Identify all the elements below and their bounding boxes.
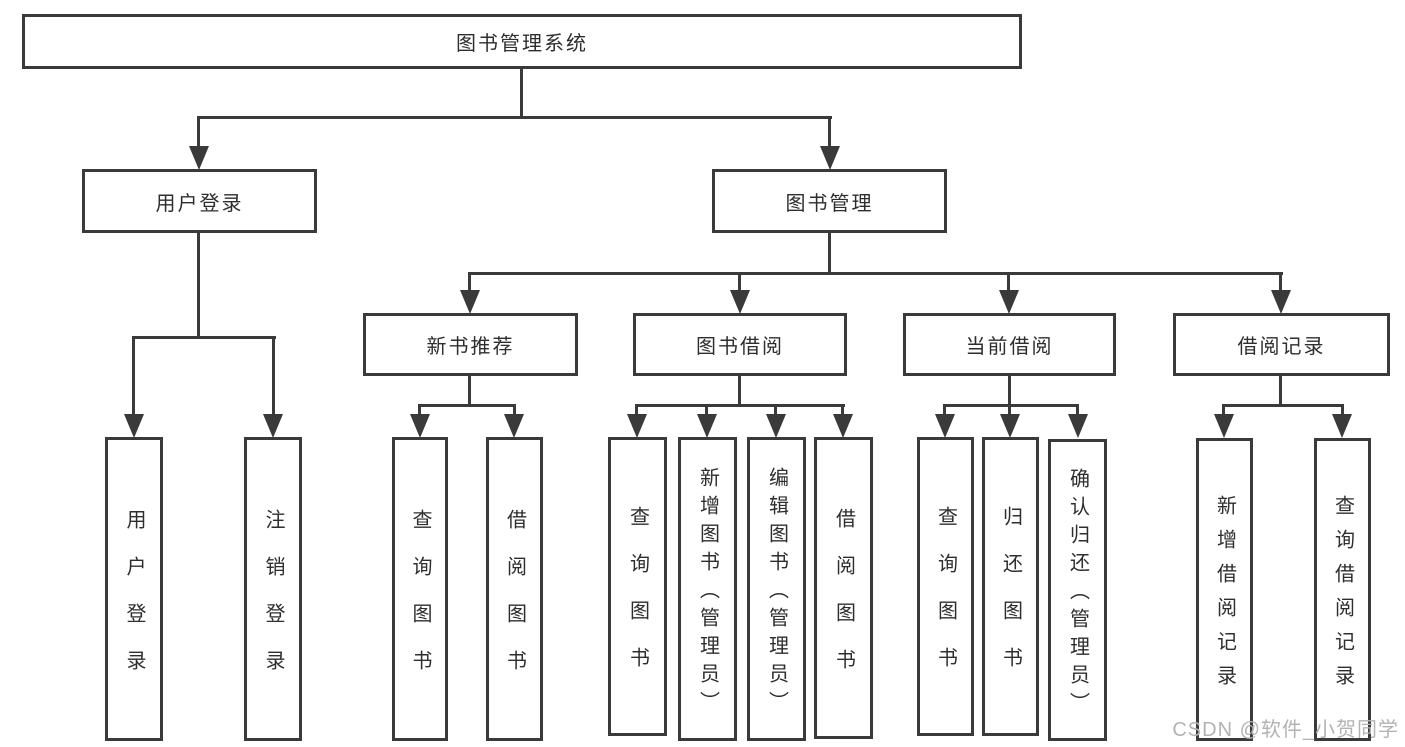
arrowhead xyxy=(1214,414,1234,438)
connector-newbook-arm xyxy=(513,404,516,414)
connector-currentborrow-bar xyxy=(943,404,1079,407)
connector-bookborrow-arm xyxy=(841,404,844,414)
connector-newbook-stem xyxy=(468,376,471,406)
connector-bookmgmt-arm xyxy=(1279,272,1282,290)
node-book-mgmt: 图书管理 xyxy=(712,169,947,233)
leaf-borrow-add-admin: 新增图书（管理员） xyxy=(678,437,737,741)
connector-userlogin-arm xyxy=(132,336,135,414)
connector-currentborrow-stem xyxy=(1008,376,1011,406)
arrowhead xyxy=(1000,414,1020,438)
arrowhead xyxy=(766,414,786,438)
connector-bookmgmt-stem xyxy=(828,233,831,275)
connector-borrowrecord-bar xyxy=(1222,404,1344,407)
arrowhead xyxy=(999,290,1019,314)
connector-bookborrow-arm xyxy=(774,404,777,414)
leaf-current-return: 归还图书 xyxy=(982,437,1039,736)
leaf-newbook-query: 查询图书 xyxy=(392,437,448,741)
leaf-borrow-edit-admin: 编辑图书（管理员） xyxy=(747,437,806,741)
arrowhead xyxy=(730,290,750,314)
leaf-record-query: 查询借阅记录 xyxy=(1314,438,1371,741)
csdn-watermark: CSDN @软件_小贺同学 xyxy=(1172,719,1399,741)
connector-currentborrow-arm xyxy=(1076,404,1079,414)
arrowhead xyxy=(935,414,955,438)
connector-currentborrow-arm xyxy=(1008,404,1011,414)
arrowhead xyxy=(504,414,524,438)
connector-newbook-bar xyxy=(418,404,516,407)
arrowhead xyxy=(820,146,840,170)
connector-bookmgmt-arm xyxy=(468,272,471,290)
arrowhead xyxy=(833,414,853,438)
node-new-book: 新书推荐 xyxy=(363,313,578,376)
arrowhead xyxy=(1271,290,1291,314)
arrowhead xyxy=(460,290,480,314)
connector-userlogin-arm xyxy=(272,336,275,414)
node-user-login: 用户登录 xyxy=(82,169,317,233)
arrowhead xyxy=(410,414,430,438)
leaf-user-login: 用户登录 xyxy=(105,437,163,741)
connector-root-stem xyxy=(520,69,523,119)
leaf-borrow-query: 查询图书 xyxy=(608,437,667,736)
node-root: 图书管理系统 xyxy=(22,14,1022,69)
connector-bookborrow-stem xyxy=(738,376,741,406)
connector-userlogin-stem xyxy=(197,233,200,339)
arrowhead xyxy=(189,146,209,170)
connector-bookmgmt-arm xyxy=(738,272,741,290)
arrowhead xyxy=(124,414,144,438)
arrowhead xyxy=(627,414,647,438)
leaf-current-query: 查询图书 xyxy=(917,437,974,736)
connector-borrowrecord-arm xyxy=(1222,404,1225,414)
node-current-borrow: 当前借阅 xyxy=(903,313,1116,376)
leaf-newbook-borrow: 借阅图书 xyxy=(486,437,543,741)
node-borrow-record: 借阅记录 xyxy=(1173,313,1390,376)
connector-borrowrecord-arm xyxy=(1341,404,1344,414)
arrowhead xyxy=(263,414,283,438)
arrowhead xyxy=(1068,414,1088,438)
connector-bookborrow-bar xyxy=(635,404,845,407)
arrowhead xyxy=(697,414,717,438)
leaf-record-add: 新增借阅记录 xyxy=(1196,438,1253,741)
connector-bookborrow-arm xyxy=(705,404,708,414)
connector-bookmgmt-bar xyxy=(468,272,1283,275)
connector-userlogin-bar xyxy=(132,336,276,339)
connector-borrowrecord-stem xyxy=(1279,376,1282,406)
connector-bookmgmt-arm xyxy=(1007,272,1010,290)
node-book-borrow: 图书借阅 xyxy=(633,313,847,376)
connector-currentborrow-arm xyxy=(943,404,946,414)
connector-root-arm-right xyxy=(828,116,831,150)
arrowhead xyxy=(1332,414,1352,438)
leaf-current-confirm-admin: 确认归还（管理员） xyxy=(1048,439,1107,741)
connector-root-bar xyxy=(197,116,832,119)
leaf-logout: 注销登录 xyxy=(244,437,302,741)
connector-bookborrow-arm xyxy=(635,404,638,414)
connector-newbook-arm xyxy=(418,404,421,414)
leaf-borrow-borrow: 借阅图书 xyxy=(814,437,873,739)
connector-root-arm-left xyxy=(197,116,200,150)
